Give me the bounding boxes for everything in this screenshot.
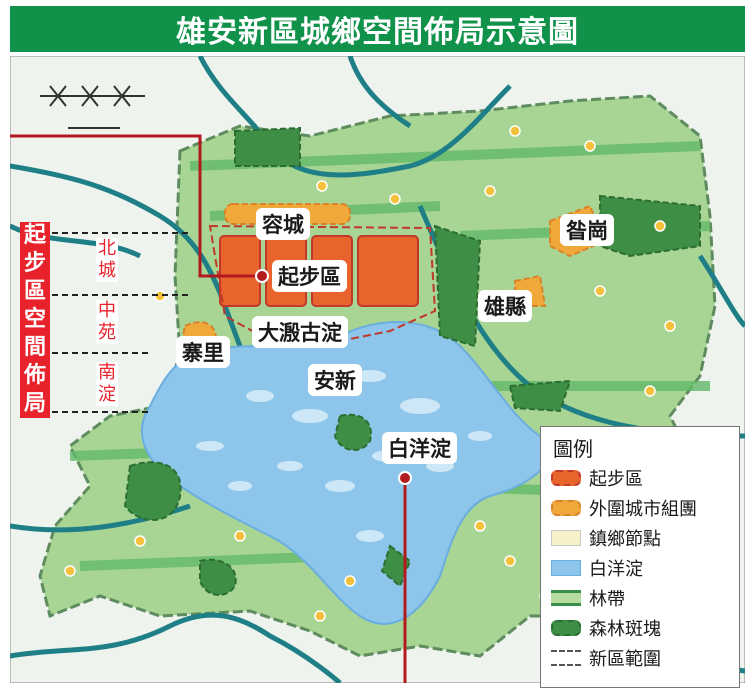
sub-char: 城: [98, 260, 116, 281]
sub-char: 苑: [98, 322, 116, 343]
sub-char: 中: [98, 300, 116, 321]
legend-label: 林帶: [589, 589, 625, 610]
north-arrow-icon: [40, 85, 145, 129]
banner-char: 局: [23, 391, 46, 416]
map-title: 雄安新區城鄉空間佈局示意圖: [10, 6, 745, 52]
sub-middle-garden: 中 苑: [96, 300, 118, 344]
qibuqu-marker: [255, 269, 269, 283]
sub-char: 北: [98, 238, 116, 259]
map-legend: 圖例 起步區 外圍城市組團 鎮鄉節點 白洋淀 林帶 森林斑塊 新區範圍: [540, 426, 740, 688]
label-zangang: 昝崗: [560, 214, 614, 246]
banner-char: 空: [23, 307, 46, 332]
legend-label: 鎮鄉節點: [589, 529, 661, 550]
legend-item: 外圍城市組團: [551, 495, 697, 521]
legend-swatch: [551, 650, 581, 666]
label-anxin: 安新: [308, 364, 362, 396]
banner-char: 間: [23, 335, 46, 360]
legend-item: 白洋淀: [551, 555, 643, 581]
sub-north-city: 北 城: [96, 238, 118, 282]
label-qibuqu: 起步區: [272, 260, 347, 292]
label-dadian: 大溵古淀: [252, 316, 348, 348]
banner-char: 步: [23, 251, 46, 276]
label-rongcheng: 容城: [256, 208, 310, 240]
label-baiyangdian: 白洋淀: [382, 432, 457, 464]
legend-label: 新區範圍: [589, 649, 661, 670]
baiyangdian-marker: [398, 471, 412, 485]
banner-char: 佈: [23, 363, 46, 388]
legend-label: 白洋淀: [589, 559, 643, 580]
start-zone-boundary: [208, 224, 437, 348]
legend-item: 林帶: [551, 585, 625, 611]
legend-item: 新區範圍: [551, 645, 661, 671]
banner-guide-lines: [52, 232, 190, 413]
leader-lines: [10, 134, 407, 683]
label-zhaili: 寨里: [176, 336, 230, 368]
legend-swatch: [551, 620, 581, 636]
sub-south-lake: 南 淀: [96, 362, 118, 406]
legend-label: 起步區: [589, 469, 643, 490]
legend-item: 起步區: [551, 465, 643, 491]
start-zone-layout-banner: 起 步 區 空 間 佈 局: [20, 222, 50, 418]
legend-swatch: [551, 590, 581, 606]
label-xiongxian: 雄縣: [478, 290, 532, 322]
banner-char: 起: [23, 223, 46, 248]
legend-swatch: [551, 500, 581, 516]
sub-char: 淀: [98, 384, 116, 405]
legend-swatch: [551, 560, 581, 576]
legend-swatch: [551, 530, 581, 546]
legend-swatch: [551, 470, 581, 486]
legend-item: 鎮鄉節點: [551, 525, 661, 551]
legend-label: 外圍城市組團: [589, 499, 697, 520]
legend-label: 森林斑塊: [589, 619, 661, 640]
legend-item: 森林斑塊: [551, 615, 661, 641]
sub-char: 南: [98, 362, 116, 383]
legend-title: 圖例: [553, 437, 593, 461]
banner-char: 區: [23, 279, 46, 304]
